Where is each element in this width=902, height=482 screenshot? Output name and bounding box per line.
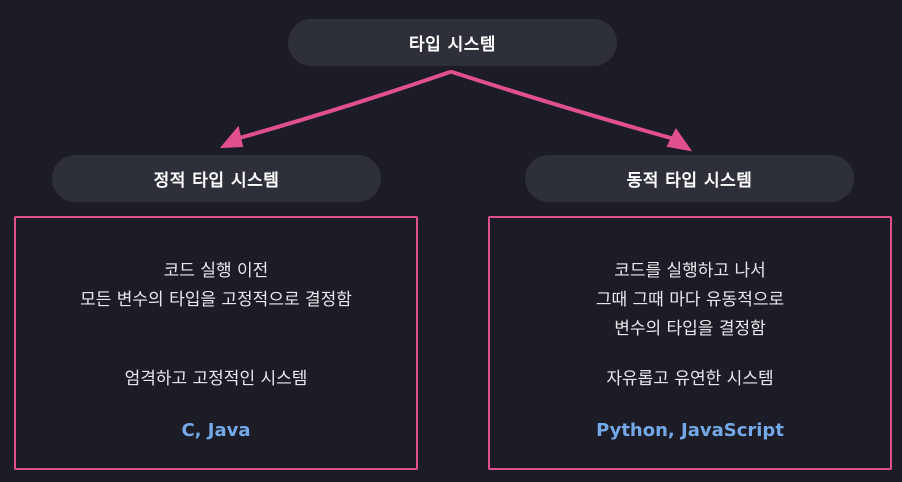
arrow-to-static	[219, 70, 452, 149]
static-languages: C, Java	[181, 420, 251, 441]
dynamic-summary: 자유롭고 유연한 시스템	[606, 369, 774, 389]
dynamic-description-line-1: 코드를 실행하고 나서	[614, 261, 766, 281]
static-description-box: 코드 실행 이전 모든 변수의 타입을 고정적으로 결정함 엄격하고 고정적인 …	[14, 216, 418, 470]
dynamic-description-line-2: 그때 그때 마다 유동적으로	[595, 290, 785, 310]
root-node-label: 타입 시스템	[408, 35, 497, 55]
static-type-system-node: 정적 타입 시스템	[52, 155, 381, 202]
dynamic-node-label: 동적 타입 시스템	[626, 171, 753, 191]
dynamic-languages: Python, JavaScript	[596, 420, 784, 441]
dynamic-description-box: 코드를 실행하고 나서 그때 그때 마다 유동적으로 변수의 타입을 결정함 자…	[488, 216, 892, 470]
static-summary: 엄격하고 고정적인 시스템	[124, 369, 308, 389]
arrow-to-dynamic	[450, 70, 693, 152]
static-description-line-1: 코드 실행 이전	[163, 261, 269, 281]
root-node-type-system: 타입 시스템	[288, 19, 617, 66]
dynamic-description-line-3: 변수의 타입을 결정함	[614, 319, 766, 339]
static-description-line-2: 모든 변수의 타입을 고정적으로 결정함	[80, 290, 352, 310]
static-node-label: 정적 타입 시스템	[153, 171, 280, 191]
dynamic-type-system-node: 동적 타입 시스템	[525, 155, 854, 202]
